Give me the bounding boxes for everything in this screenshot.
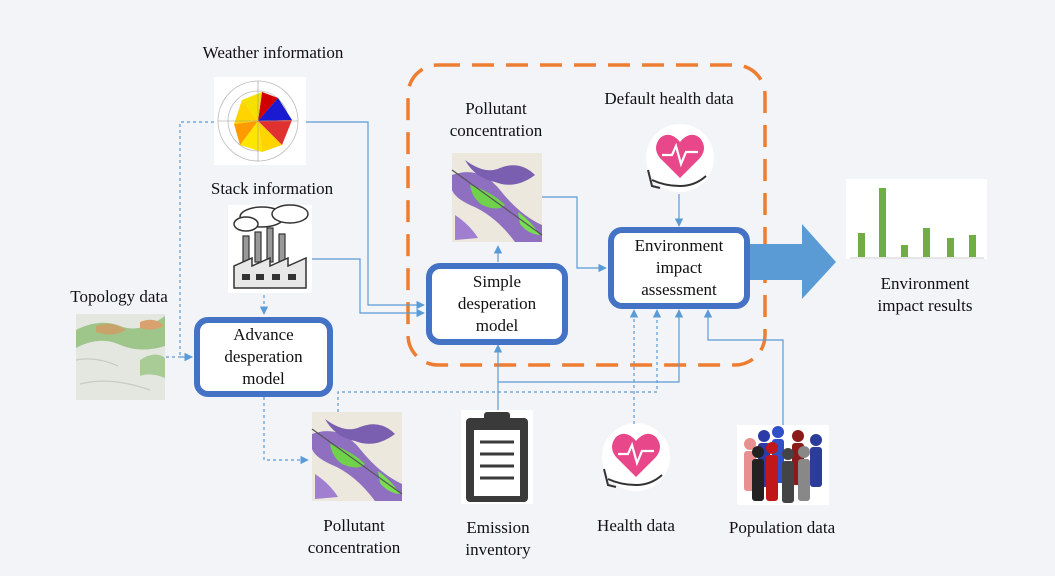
population-label: Population data bbox=[728, 518, 836, 537]
emission-label: Emission inventory bbox=[465, 518, 531, 559]
assessment-label: Environment impact assessment bbox=[634, 236, 724, 299]
people-icon bbox=[737, 425, 829, 505]
stack-label: Stack information bbox=[210, 179, 334, 198]
advance-model-box: Advance desperation model bbox=[194, 317, 333, 397]
wind-rose-icon bbox=[214, 77, 306, 165]
assessment-box: Environment impact assessment bbox=[608, 227, 750, 309]
pollution-map-icon-bottom bbox=[311, 412, 403, 501]
pollutant-bottom-label: Pollutant concentration bbox=[307, 516, 401, 557]
model-frame bbox=[406, 63, 767, 367]
terrain-map-icon bbox=[75, 314, 165, 400]
health-label: Health data bbox=[597, 516, 675, 535]
default-health-label: Default health data bbox=[604, 89, 734, 108]
clipboard-icon bbox=[461, 410, 533, 504]
heart-hand-icon-default bbox=[646, 124, 714, 192]
pollution-map-icon-top bbox=[451, 153, 543, 242]
pollutant-top-label: Pollutant concentration bbox=[449, 99, 543, 140]
big-arrow-icon bbox=[747, 224, 836, 299]
weather-label: Weather information bbox=[202, 43, 344, 62]
simple-model-box: Simple desperation model bbox=[426, 263, 568, 345]
topology-label: Topology data bbox=[70, 287, 168, 306]
factory-icon bbox=[228, 204, 312, 293]
advance-model-label: Advance desperation model bbox=[224, 325, 303, 388]
connectors bbox=[166, 121, 784, 465]
simple-model-label: Simple desperation model bbox=[457, 272, 537, 335]
bar-chart-icon bbox=[846, 179, 987, 259]
heart-hand-icon-health bbox=[602, 423, 670, 491]
results-label: Environment impact results bbox=[877, 274, 973, 315]
